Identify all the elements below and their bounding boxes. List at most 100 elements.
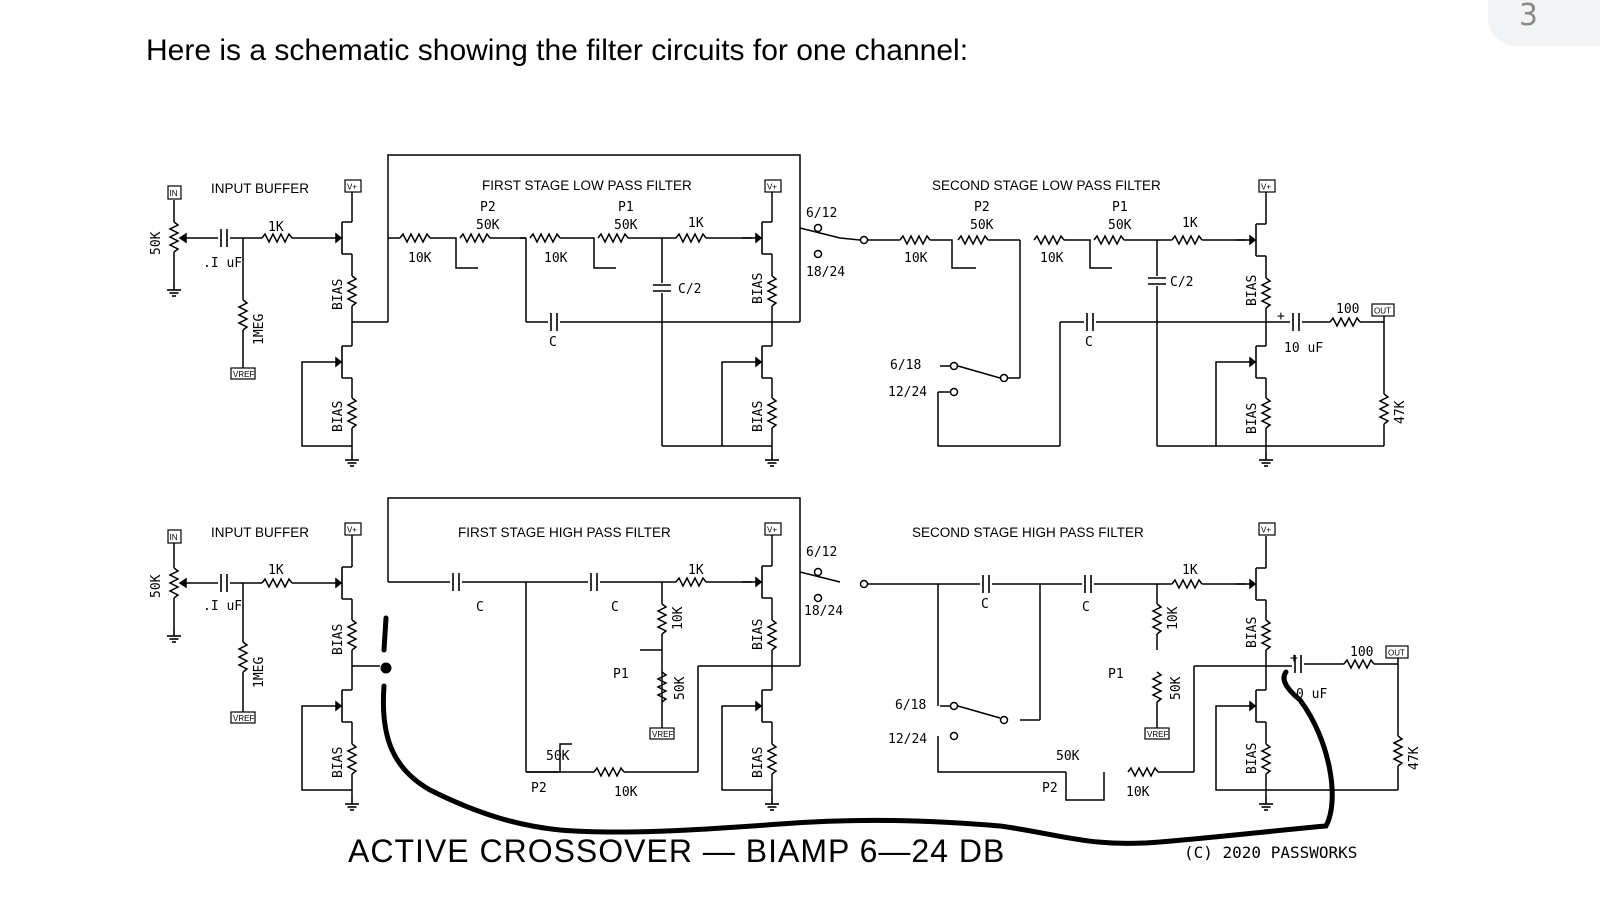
- cap-c-label: C: [1082, 600, 1090, 615]
- p2-label: P2: [480, 200, 496, 215]
- cap-10uf-label: 10 uF: [1284, 341, 1323, 356]
- input-buffer-label: INPUT BUFFER: [211, 181, 309, 196]
- cap-c-label: C: [611, 600, 619, 615]
- svg-text:V+: V+: [767, 526, 777, 535]
- bias-label: BIAS: [751, 273, 766, 304]
- page-number-badge: 3: [1488, 0, 1600, 46]
- ground-icon: [166, 281, 1274, 811]
- bias-label: BIAS: [751, 619, 766, 650]
- switch-12-24-label: 12/24: [888, 732, 927, 747]
- svg-text:V+: V+: [1261, 183, 1271, 192]
- stage2-highpass-label: SECOND STAGE HIGH PASS FILTER: [912, 525, 1144, 540]
- cap-label: .I uF: [203, 256, 242, 271]
- pot-50k-label: 50K: [614, 218, 638, 233]
- switch-18-24-label: 18/24: [804, 604, 843, 619]
- switch-12-24-label: 12/24: [888, 385, 927, 400]
- p2-label: P2: [531, 781, 547, 796]
- vref-terminal: VREF VREF VREF VREF: [230, 367, 1170, 740]
- svg-text:VREF: VREF: [233, 714, 254, 723]
- cap-c-label: C: [476, 600, 484, 615]
- bias-label: BIAS: [1245, 275, 1260, 306]
- svg-text:V+: V+: [347, 183, 357, 192]
- cap-0uf-label: 0 uF: [1296, 687, 1327, 702]
- pot-50k-label: 50K: [1169, 676, 1184, 700]
- in-terminal: IN: [167, 529, 182, 544]
- r-1meg-label: 1MEG: [252, 657, 267, 688]
- svg-text:IN: IN: [170, 189, 178, 198]
- svg-text:OUT: OUT: [1388, 649, 1405, 658]
- bias-label: BIAS: [751, 401, 766, 432]
- p1-label: P1: [613, 667, 629, 682]
- out-terminal: OUT OUT: [1371, 303, 1409, 659]
- hand-drawn-annotation: [380, 615, 1335, 846]
- cap-label: .I uF: [203, 599, 242, 614]
- bias-label: BIAS: [331, 747, 346, 778]
- plus-label: +: [1290, 651, 1298, 666]
- r-10k-label: 10K: [904, 251, 928, 266]
- r-1k-label: 1K: [268, 220, 284, 235]
- bias-label: BIAS: [1245, 617, 1260, 648]
- r-10k-label: 10K: [1126, 785, 1150, 800]
- cap-c-half-label: C/2: [1170, 275, 1193, 290]
- pot-50k-label: 50K: [149, 574, 164, 598]
- bias-label: BIAS: [1245, 403, 1260, 434]
- bias-label: BIAS: [751, 747, 766, 778]
- svg-text:VREF: VREF: [1147, 730, 1168, 739]
- svg-text:VREF: VREF: [652, 730, 673, 739]
- cap-c-half-label: C/2: [678, 282, 701, 297]
- r-1k-label: 1K: [1182, 216, 1198, 231]
- cap-c-label: C: [981, 597, 989, 612]
- r-1k-label: 1K: [688, 216, 704, 231]
- vplus-terminal: V+ V+ V+ V+ V+ V+: [344, 179, 1276, 536]
- switch-icon: [813, 223, 1009, 741]
- svg-text:V+: V+: [767, 183, 777, 192]
- pot-50k-label: 50K: [970, 218, 994, 233]
- bias-label: BIAS: [331, 401, 346, 432]
- stage2-lowpass-label: SECOND STAGE LOW PASS FILTER: [932, 178, 1161, 193]
- in-terminal: IN: [167, 185, 182, 200]
- pot-50k-label: 50K: [476, 218, 500, 233]
- r-100-label: 100: [1336, 302, 1359, 317]
- r-47k-label: 47K: [1407, 746, 1422, 770]
- switch-6-18-label: 6/18: [895, 698, 926, 713]
- schematic-title: ACTIVE CROSSOVER — BIAMP 6—24 DB: [348, 833, 1005, 869]
- page-number: 3: [1518, 0, 1538, 33]
- svg-text:VREF: VREF: [233, 370, 254, 379]
- p1-label: P1: [618, 200, 634, 215]
- svg-text:V+: V+: [1261, 526, 1271, 535]
- r-10k-label: 10K: [614, 785, 638, 800]
- input-buffer-label: INPUT BUFFER: [211, 525, 309, 540]
- stage1-lowpass-label: FIRST STAGE LOW PASS FILTER: [482, 178, 692, 193]
- copyright-label: (C) 2020 PASSWORKS: [1184, 843, 1357, 862]
- pot-50k-label: 50K: [546, 749, 570, 764]
- plus-label: +: [1277, 309, 1285, 324]
- p2-label: P2: [1042, 781, 1058, 796]
- svg-text:IN: IN: [170, 533, 178, 542]
- pot-50k-label: 50K: [1056, 749, 1080, 764]
- bias-label: BIAS: [331, 624, 346, 655]
- p1-label: P1: [1112, 200, 1128, 215]
- svg-text:V+: V+: [347, 526, 357, 535]
- switch-18-24-label: 18/24: [806, 265, 845, 280]
- r-10k-label: 10K: [1166, 606, 1181, 630]
- switch-6-12-label: 6/12: [806, 545, 837, 560]
- switch-6-12-label: 6/12: [806, 206, 837, 221]
- cap-c-label: C: [1085, 335, 1093, 350]
- r-10k-label: 10K: [544, 251, 568, 266]
- p1-label: P1: [1108, 667, 1124, 682]
- r-1k-label: 1K: [688, 563, 704, 578]
- r-1meg-label: 1MEG: [252, 314, 267, 345]
- pot-50k-label: 50K: [673, 676, 688, 700]
- r-100-label: 100: [1350, 645, 1373, 660]
- pot-50k-label: 50K: [149, 231, 164, 255]
- cap-c-label: C: [549, 335, 557, 350]
- stage1-highpass-label: FIRST STAGE HIGH PASS FILTER: [458, 525, 671, 540]
- svg-text:OUT: OUT: [1374, 307, 1391, 316]
- r-1k-label: 1K: [268, 563, 284, 578]
- r-47k-label: 47K: [1393, 400, 1408, 424]
- r-10k-label: 10K: [671, 606, 686, 630]
- r-10k-label: 10K: [1040, 251, 1064, 266]
- p2-label: P2: [974, 200, 990, 215]
- r-1k-label: 1K: [1182, 563, 1198, 578]
